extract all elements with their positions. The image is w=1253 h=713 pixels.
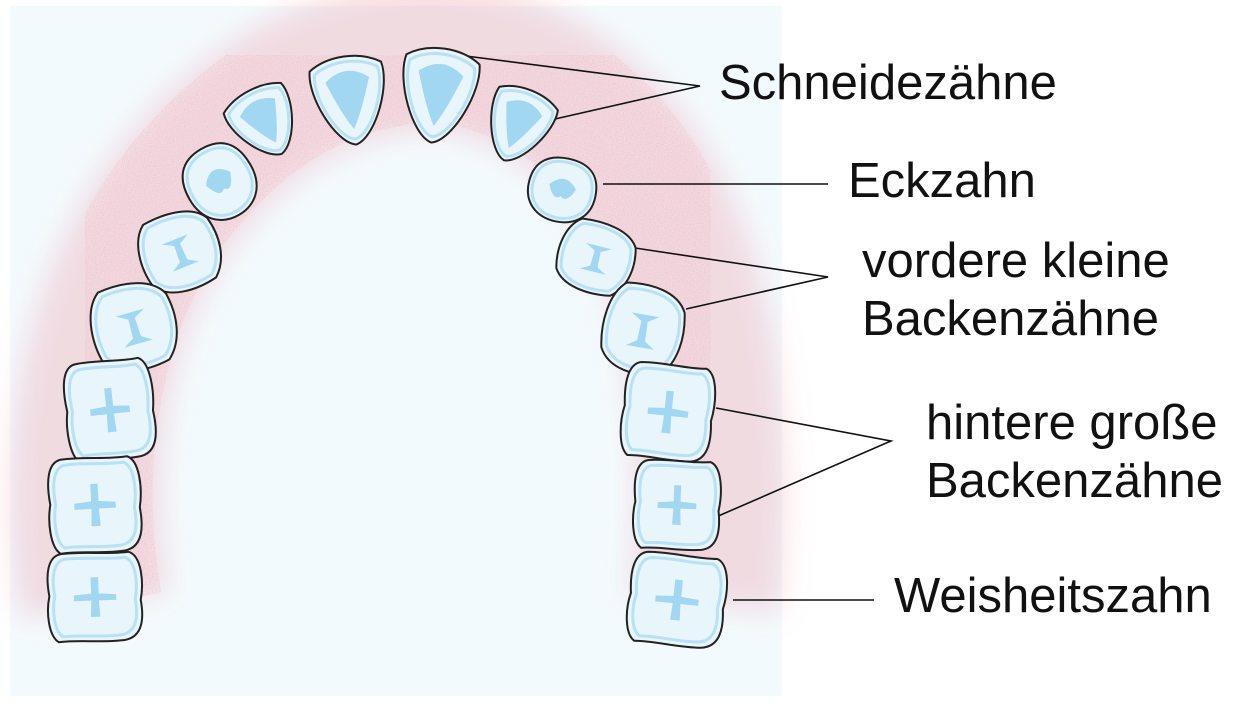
upper-left-first-molar bbox=[61, 356, 160, 464]
molar-tooth-icon bbox=[632, 459, 722, 551]
label-canine: Eckzahn bbox=[848, 152, 1036, 210]
label-canine-text: Eckzahn bbox=[848, 154, 1036, 208]
molar-tooth-icon bbox=[46, 455, 144, 555]
label-wisdom-tooth: Weisheitszahn bbox=[894, 567, 1212, 625]
wisdom-tooth-icon bbox=[46, 551, 144, 644]
label-molars: hintere große Backenzähne bbox=[926, 394, 1223, 510]
label-premolars-line1: vordere kleine bbox=[862, 232, 1170, 290]
label-molars-line2: Backenzähne bbox=[926, 452, 1223, 510]
label-premolars-line2: Backenzähne bbox=[862, 290, 1170, 348]
wisdom-tooth-icon bbox=[624, 550, 730, 651]
label-premolars: vordere kleine Backenzähne bbox=[862, 232, 1170, 348]
label-incisors: Schneidezähne bbox=[719, 54, 1057, 112]
label-incisors-text: Schneidezähne bbox=[719, 56, 1057, 110]
molar-tooth-icon bbox=[618, 360, 718, 464]
upper-right-second-molar bbox=[632, 459, 722, 551]
upper-right-wisdom-tooth bbox=[624, 550, 730, 651]
label-molars-line1: hintere große bbox=[926, 394, 1223, 452]
upper-left-second-molar bbox=[46, 455, 144, 555]
label-wisdom-tooth-text: Weisheitszahn bbox=[894, 569, 1212, 623]
molar-tooth-icon bbox=[61, 356, 160, 464]
upper-left-wisdom-tooth bbox=[46, 551, 144, 644]
upper-right-first-molar bbox=[618, 360, 718, 464]
